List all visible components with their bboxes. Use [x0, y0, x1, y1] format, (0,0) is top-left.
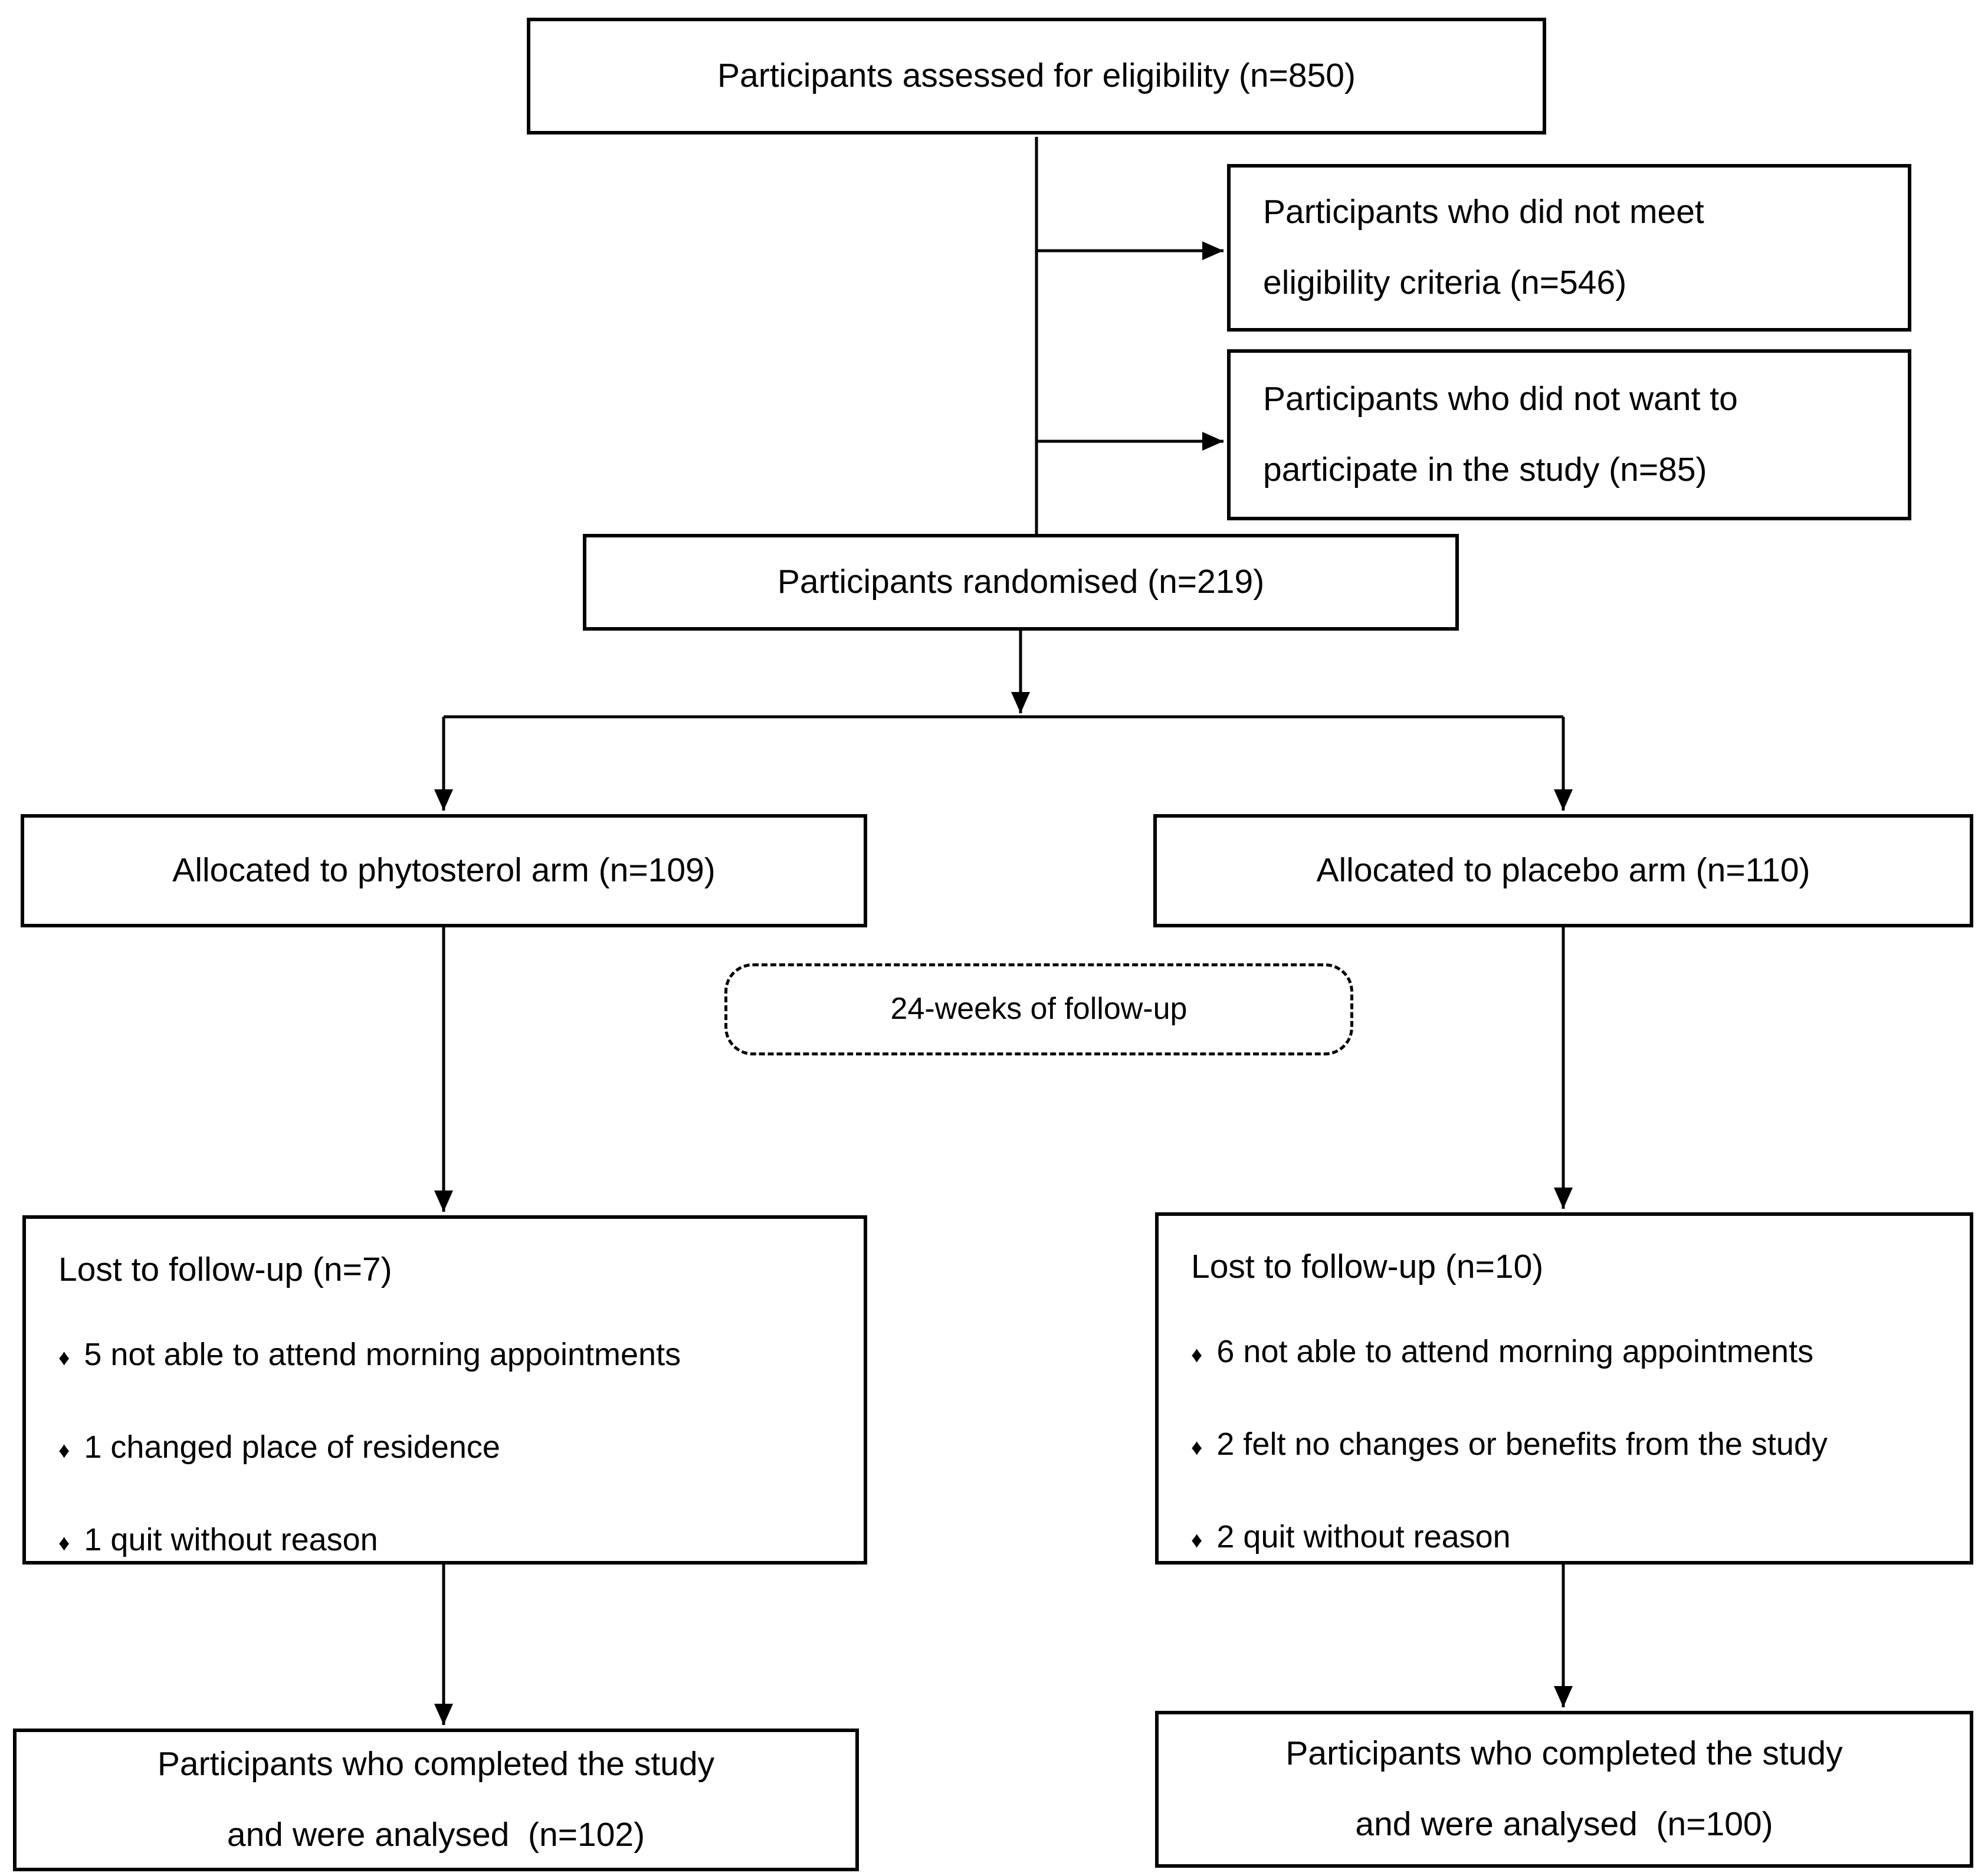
bullet-text: 1 changed place of residence: [84, 1429, 500, 1465]
box-not-eligible: Participants who did not meet eligibilit…: [1227, 164, 1911, 332]
diamond-bullet-icon: ♦: [1191, 1435, 1203, 1461]
bullet-item: ♦ 2 quit without reason: [1191, 1518, 1952, 1556]
box-placebo-arm: Allocated to placebo arm (n=110): [1153, 814, 1973, 927]
diamond-bullet-icon: ♦: [58, 1346, 70, 1371]
box-phytosterol-arm: Allocated to phytosterol arm (n=109): [21, 814, 867, 927]
box-declined-participation-label: Participants who did not want to partici…: [1263, 380, 1738, 488]
box-phytosterol-arm-label: Allocated to phytosterol arm (n=109): [172, 851, 716, 890]
box-completed-phytosterol-label: Participants who completed the study and…: [157, 1745, 715, 1854]
box-randomised: Participants randomised (n=219): [583, 534, 1459, 631]
bullet-text: 6 not able to attend morning appointment…: [1216, 1334, 1814, 1370]
box-declined-participation: Participants who did not want to partici…: [1227, 349, 1911, 520]
diamond-bullet-icon: ♦: [58, 1530, 70, 1556]
box-randomised-label: Participants randomised (n=219): [777, 563, 1265, 601]
box-followup-period: 24-weeks of follow-up: [724, 963, 1353, 1055]
box-assessed-eligibility-label: Participants assessed for eligibility (n…: [717, 57, 1356, 95]
box-lost-followup-phytosterol: Lost to follow-up (n=7) ♦ 5 not able to …: [22, 1215, 867, 1565]
box-placebo-arm-label: Allocated to placebo arm (n=110): [1316, 851, 1810, 890]
bullet-item: ♦ 1 quit without reason: [58, 1521, 846, 1559]
bullet-item: ♦ 2 felt no changes or benefits from the…: [1191, 1425, 1952, 1464]
bullet-text: 2 quit without reason: [1216, 1518, 1511, 1554]
box-completed-placebo-label: Participants who completed the study and…: [1285, 1734, 1843, 1843]
bullet-item: ♦ 6 not able to attend morning appointme…: [1191, 1333, 1952, 1371]
lost-followup-placebo-title: Lost to follow-up (n=10): [1191, 1248, 1544, 1285]
box-followup-period-label: 24-weeks of follow-up: [890, 992, 1188, 1026]
box-lost-followup-placebo: Lost to follow-up (n=10) ♦ 6 not able to…: [1155, 1212, 1973, 1565]
diamond-bullet-icon: ♦: [1191, 1343, 1203, 1368]
bullet-item: ♦ 5 not able to attend morning appointme…: [58, 1336, 846, 1374]
bullet-item: ♦ 1 changed place of residence: [58, 1428, 846, 1467]
box-completed-placebo: Participants who completed the study and…: [1155, 1711, 1973, 1868]
lost-followup-phytosterol-title: Lost to follow-up (n=7): [58, 1251, 392, 1288]
box-not-eligible-label: Participants who did not meet eligibilit…: [1263, 193, 1704, 301]
bullet-text: 2 felt no changes or benefits from the s…: [1216, 1426, 1828, 1462]
box-assessed-eligibility: Participants assessed for eligibility (n…: [527, 18, 1546, 135]
bullet-text: 1 quit without reason: [84, 1521, 378, 1557]
diamond-bullet-icon: ♦: [1191, 1527, 1203, 1553]
diamond-bullet-icon: ♦: [58, 1438, 70, 1464]
bullet-text: 5 not able to attend morning appointment…: [84, 1337, 681, 1373]
box-completed-phytosterol: Participants who completed the study and…: [13, 1729, 859, 1871]
